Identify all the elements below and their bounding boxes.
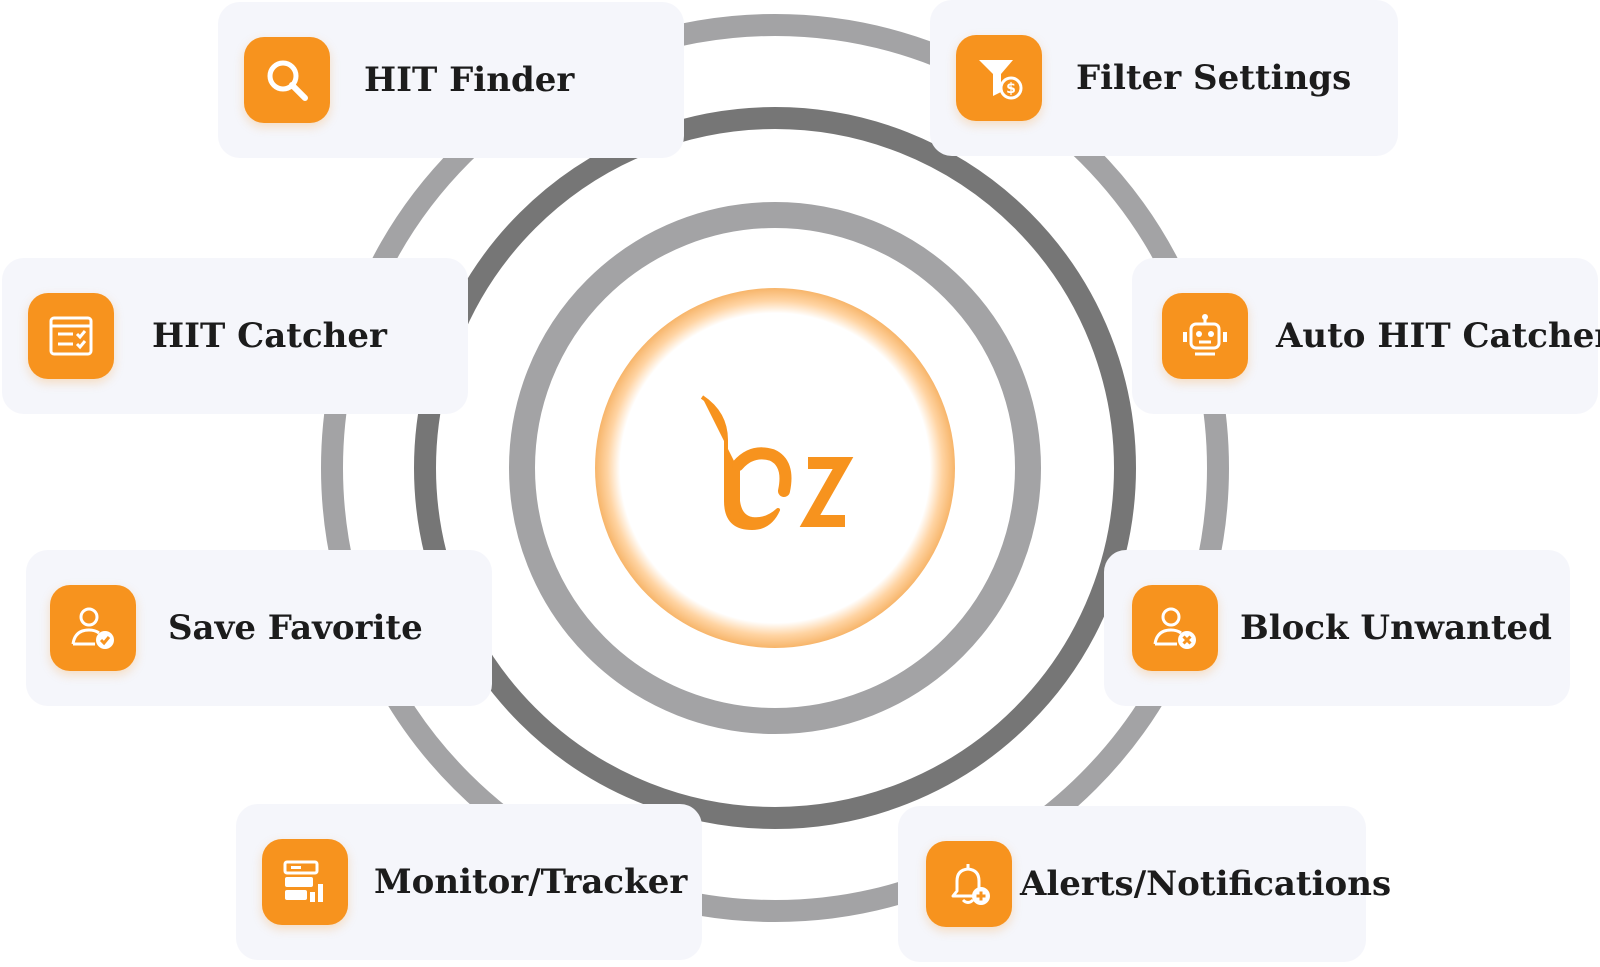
feature-label: Filter Settings: [1076, 58, 1352, 98]
feature-label: HIT Finder: [364, 60, 575, 100]
robot-icon: [1162, 293, 1248, 379]
search-icon: [244, 37, 330, 123]
feature-label: Save Favorite: [168, 608, 423, 648]
feature-label: Monitor/Tracker: [374, 862, 688, 902]
center-glow: [595, 288, 955, 648]
feature-card-hit-catcher[interactable]: HIT Catcher: [2, 258, 468, 414]
feature-card-auto-hit-catcher[interactable]: Auto HIT Catcher: [1132, 258, 1600, 414]
user-block-icon: [1132, 585, 1218, 671]
feature-label: Alerts/Notifications: [1020, 864, 1392, 904]
feature-card-alerts-notifications[interactable]: Alerts/Notifications: [898, 806, 1391, 962]
svg-text:$: $: [1006, 81, 1016, 97]
middle-ring: [414, 107, 1136, 829]
outer-ring: [321, 14, 1229, 922]
filter-dollar-icon: $: [956, 35, 1042, 121]
monitor-chart-icon: [262, 839, 348, 925]
window-checklist-icon: [28, 293, 114, 379]
bz-logo-icon: [700, 395, 854, 530]
bell-plus-icon: [926, 841, 1012, 927]
feature-label: HIT Catcher: [152, 316, 387, 356]
feature-card-monitor-tracker[interactable]: Monitor/Tracker: [236, 804, 702, 960]
feature-card-block-unwanted[interactable]: Block Unwanted: [1104, 550, 1570, 706]
feature-card-hit-finder[interactable]: HIT Finder: [218, 2, 684, 158]
feature-card-save-favorite[interactable]: Save Favorite: [26, 550, 492, 706]
inner-ring: [509, 202, 1041, 734]
user-check-icon: [50, 585, 136, 671]
feature-card-filter-settings[interactable]: $ Filter Settings: [930, 0, 1398, 156]
feature-label: Auto HIT Catcher: [1276, 316, 1600, 356]
feature-label: Block Unwanted: [1240, 608, 1552, 648]
